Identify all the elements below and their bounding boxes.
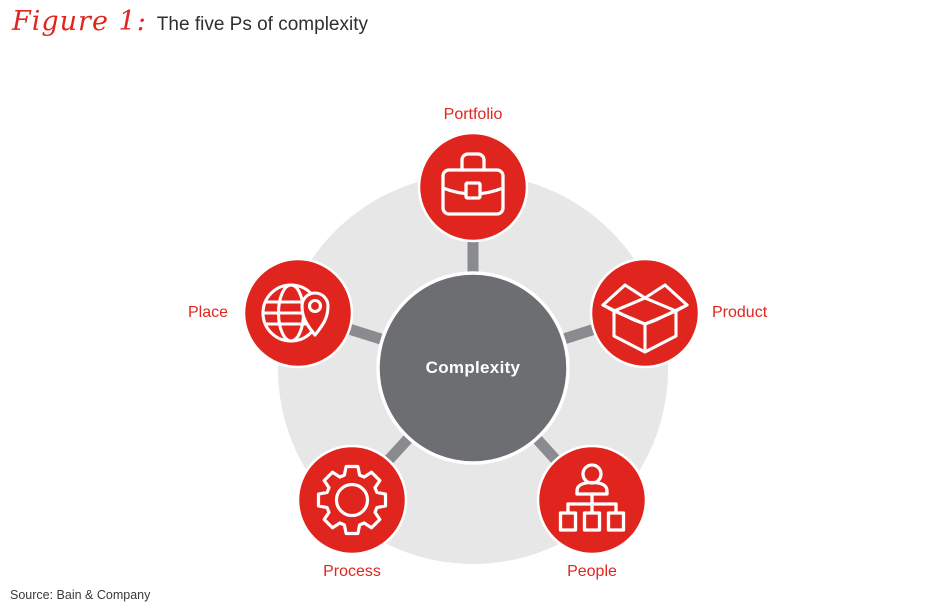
figure-header: Figure 1: The five Ps of complexity bbox=[12, 6, 368, 37]
hub-label-complexity: Complexity bbox=[425, 358, 521, 377]
org-chart-icon bbox=[558, 463, 626, 532]
node-people bbox=[536, 444, 648, 556]
briefcase-icon bbox=[441, 152, 505, 216]
node-product bbox=[589, 257, 701, 369]
globe-pin-icon bbox=[261, 283, 330, 343]
node-label-portfolio: Portfolio bbox=[443, 106, 503, 123]
node-process bbox=[296, 444, 408, 556]
source-attribution: Source: Bain & Company bbox=[10, 588, 151, 602]
node-label-process: Process bbox=[323, 563, 381, 580]
node-place bbox=[242, 257, 354, 369]
hub-circle-complexity bbox=[376, 271, 570, 465]
figure-title: The five Ps of complexity bbox=[156, 14, 368, 35]
figure-number-label: Figure 1: bbox=[12, 6, 147, 37]
open-box-icon bbox=[601, 283, 689, 354]
node-circle-process bbox=[296, 444, 408, 556]
gear-icon bbox=[316, 464, 388, 536]
node-label-place: Place bbox=[187, 304, 228, 321]
node-circle-product bbox=[589, 257, 701, 369]
node-portfolio bbox=[417, 131, 529, 243]
node-label-product: Product bbox=[712, 304, 768, 321]
node-label-people: People bbox=[567, 563, 617, 580]
